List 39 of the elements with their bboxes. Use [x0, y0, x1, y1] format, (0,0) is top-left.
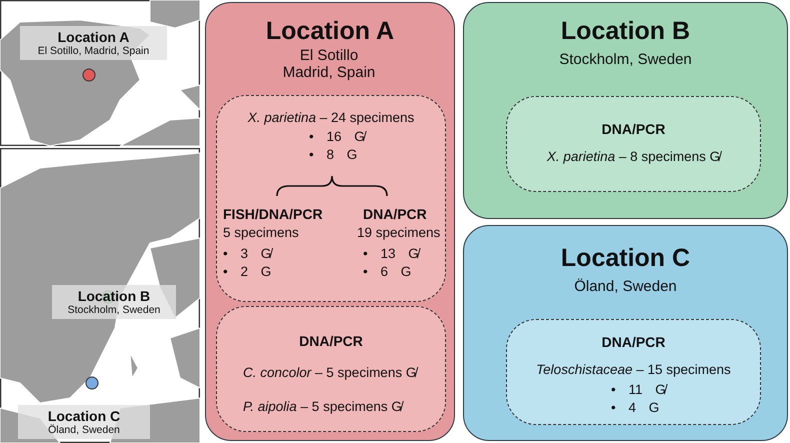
species-count: C. concolor – 5 specimens G̸: [243, 365, 416, 381]
panel-subtitle: Öland, Sweden: [573, 278, 678, 296]
map-label-title: Location A: [56, 29, 130, 45]
map-label-title: Location C: [46, 408, 122, 424]
species-count: P. aipolia – 5 specimens G̸: [243, 399, 402, 415]
species-count: X. parietina – 24 specimens: [246, 110, 416, 126]
panel-subtitle: Stockholm, Sweden: [558, 51, 693, 68]
method-group: [216, 306, 446, 432]
bullet-item: • 2 G: [223, 264, 272, 280]
method-group: [506, 319, 761, 425]
method-group: [216, 95, 446, 302]
panel-title: Location A: [264, 17, 396, 46]
panel-subtitle: El Sotillo Madrid, Spain: [282, 47, 376, 82]
method-heading: DNA/PCR: [600, 334, 666, 350]
map-label-title: Location B: [76, 288, 152, 304]
species-count: Teloschistaceae – 15 specimens: [535, 362, 732, 378]
location-panel: [463, 225, 788, 441]
bullet-item: • 6 G: [363, 264, 412, 280]
specimen-count: 5 specimens: [223, 225, 299, 241]
method-heading: DNA/PCR: [600, 121, 666, 138]
bullet-item: • 4 G: [611, 400, 660, 416]
map-label-subtitle: Öland, Sweden: [47, 424, 121, 436]
panel-title: Location B: [560, 17, 692, 46]
bullet-item: • 13 G̸: [363, 246, 419, 262]
method-heading: DNA/PCR: [298, 333, 364, 350]
panel-title: Location C: [560, 244, 692, 273]
method-heading: FISH/DNA/PCR: [223, 206, 323, 222]
method-heading: DNA/PCR: [363, 206, 427, 222]
species-count: X. parietina – 8 specimens G̸: [546, 149, 723, 165]
map-label-subtitle: Stockholm, Sweden: [66, 304, 162, 316]
bullet-item: • 8 G: [309, 147, 358, 163]
location-panel: [205, 2, 455, 441]
method-group: [506, 96, 761, 192]
map-label-subtitle: El Sotillo, Madrid, Spain: [36, 45, 150, 57]
location-panel: [463, 2, 788, 219]
bullet-item: • 11 G̸: [611, 382, 666, 398]
bullet-item: • 16 G̸: [309, 129, 365, 145]
bullet-item: • 3 G̸: [223, 246, 272, 262]
specimen-count: 19 specimens: [357, 225, 440, 241]
